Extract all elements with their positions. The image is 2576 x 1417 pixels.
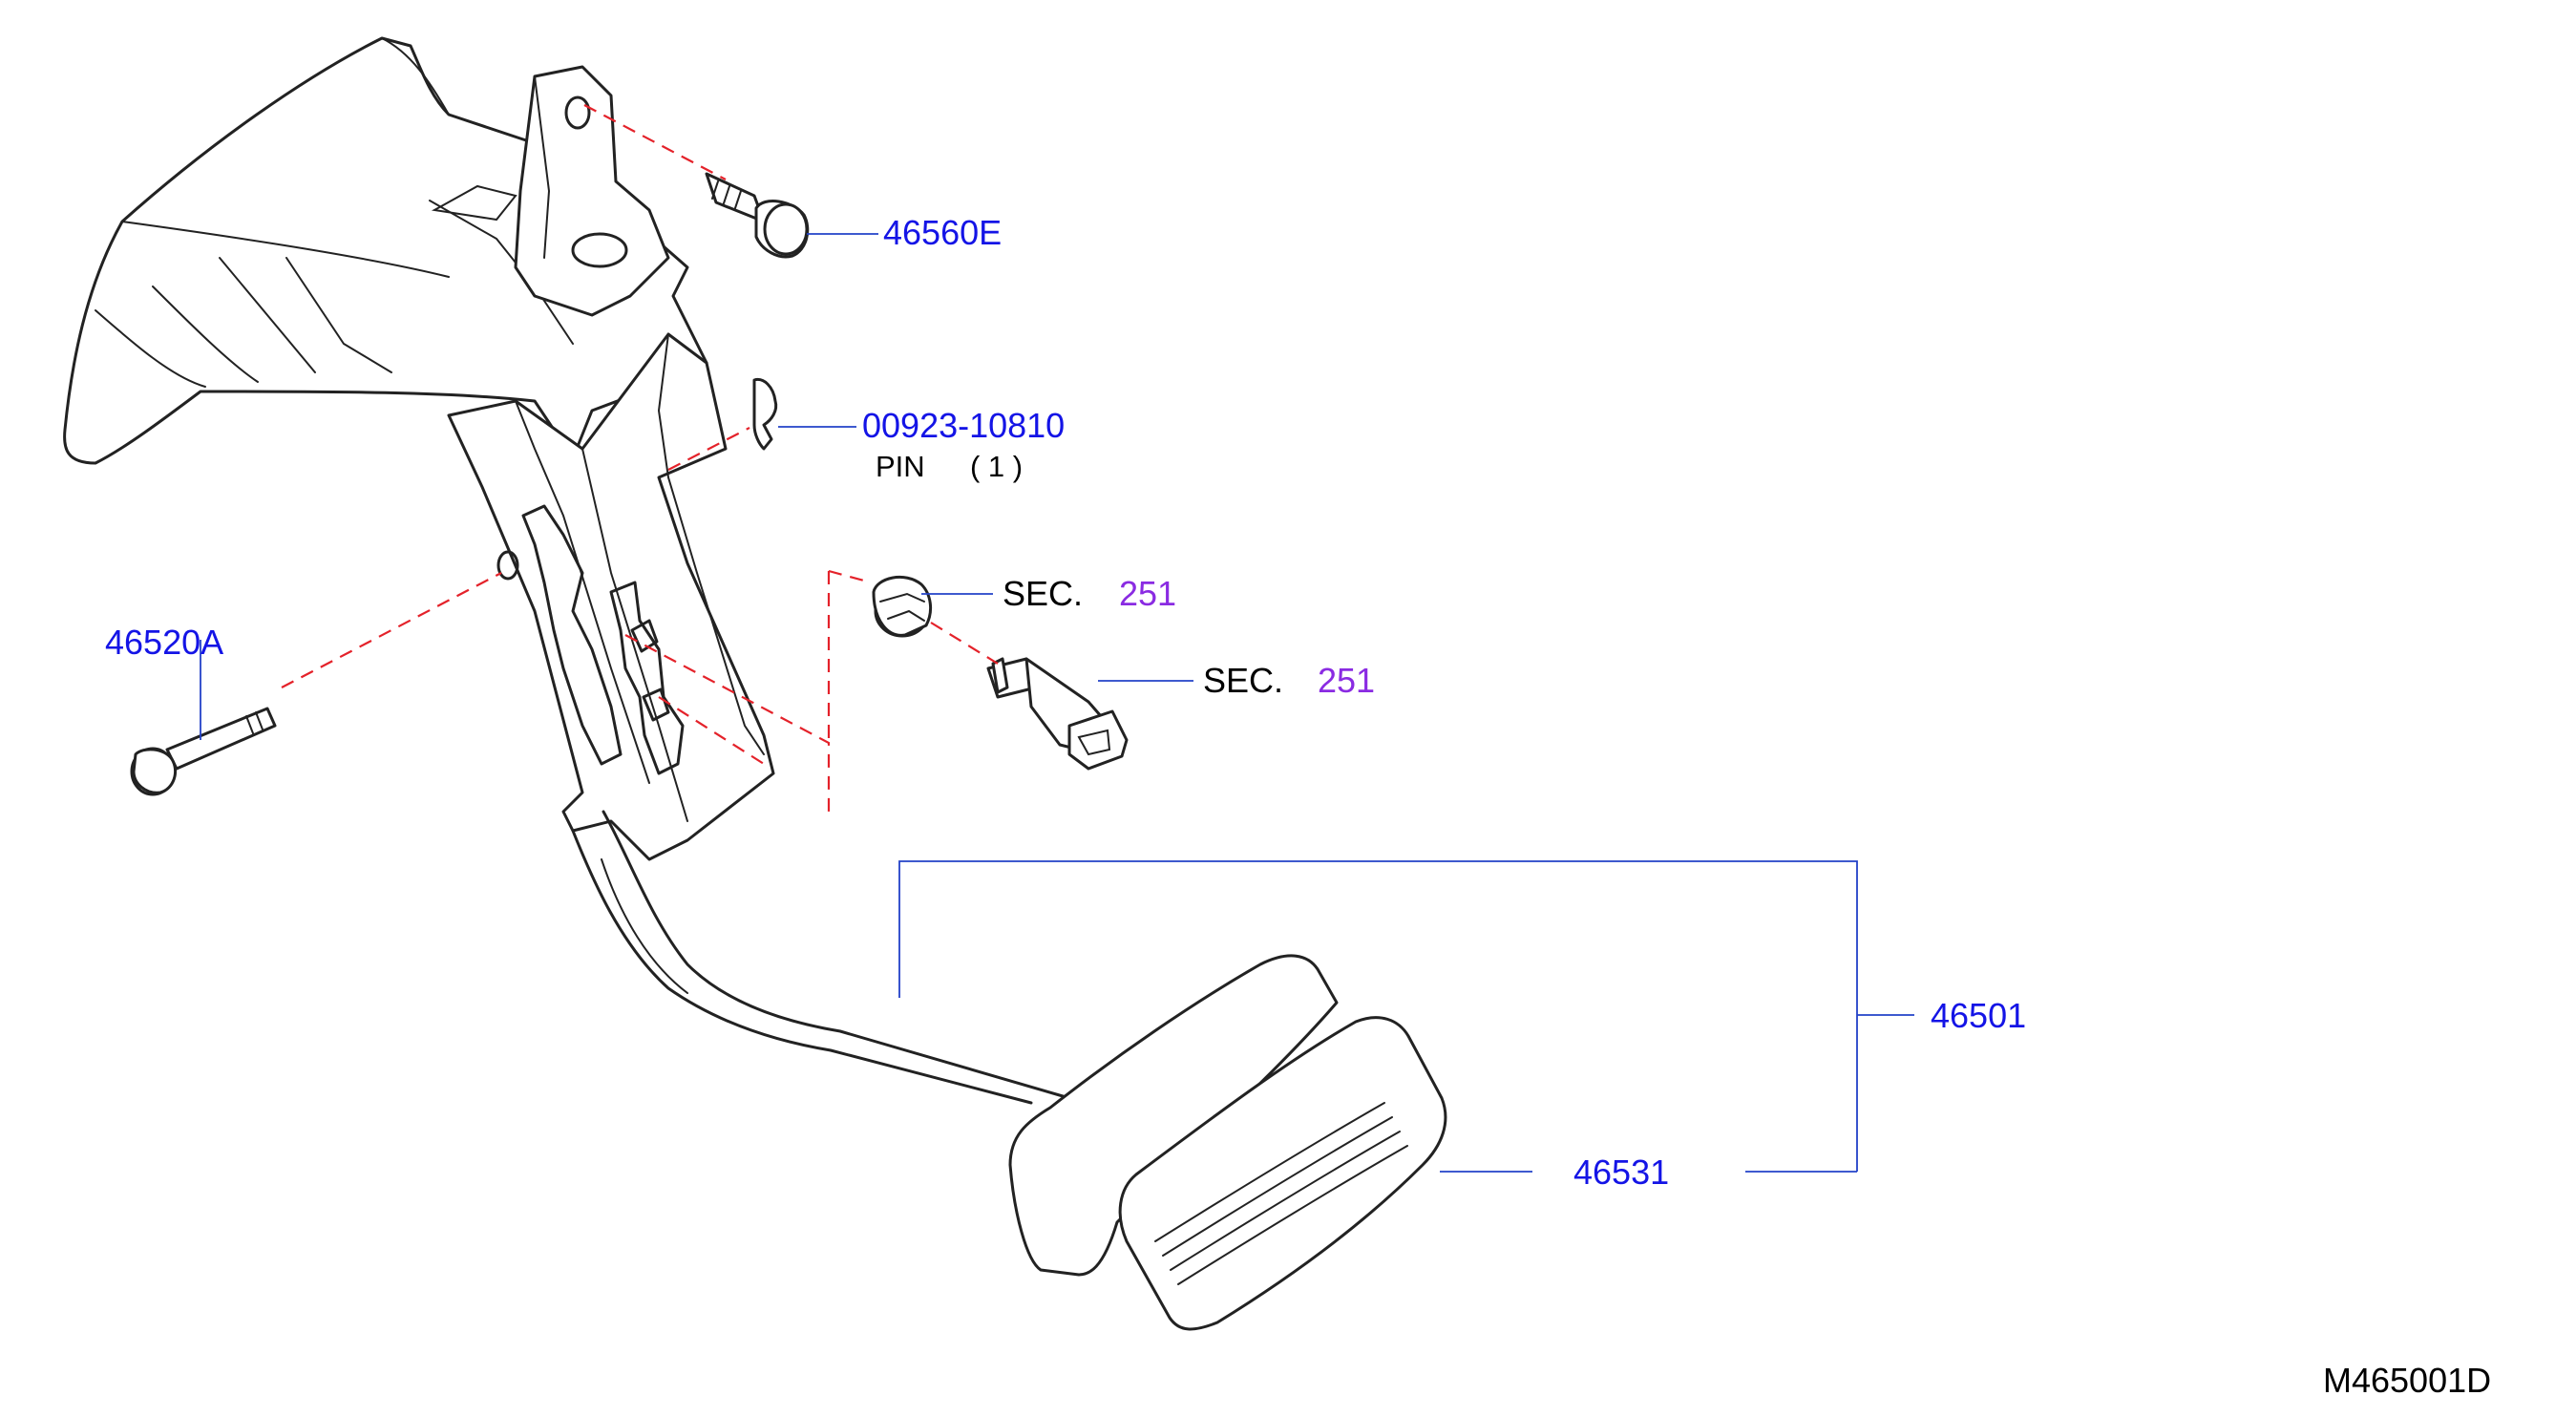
bolt-46560E (705, 172, 810, 259)
label-sec-clip-number: 251 (1119, 574, 1176, 613)
stop-lamp-switch (986, 657, 1129, 771)
label-46531: 46531 (1573, 1153, 1669, 1192)
label-46520A: 46520A (105, 623, 223, 662)
assembly-guide-lines (281, 104, 999, 816)
label-46560E: 46560E (883, 213, 1002, 252)
pin-00923-10810 (752, 377, 778, 451)
brake-pedal-arm (571, 810, 1100, 1110)
label-46501: 46501 (1931, 996, 2026, 1035)
diagram-id: M465001D (2323, 1361, 2491, 1400)
label-sec-switch-number: 251 (1318, 661, 1375, 700)
label-pin-qty: ( 1 ) (970, 450, 1023, 483)
leader-lines (200, 233, 1914, 1173)
label-sec-switch: SEC. (1203, 661, 1283, 700)
pivot-bolt-46520A (130, 707, 277, 796)
pedal-pad-46531 (1118, 1016, 1447, 1331)
pedal-bracket (63, 36, 775, 861)
stop-lamp-switch-clip (872, 576, 933, 638)
label-sec-clip: SEC. (1003, 574, 1083, 613)
label-00923-10810: 00923-10810 (862, 406, 1065, 445)
label-pin: PIN (876, 450, 925, 483)
